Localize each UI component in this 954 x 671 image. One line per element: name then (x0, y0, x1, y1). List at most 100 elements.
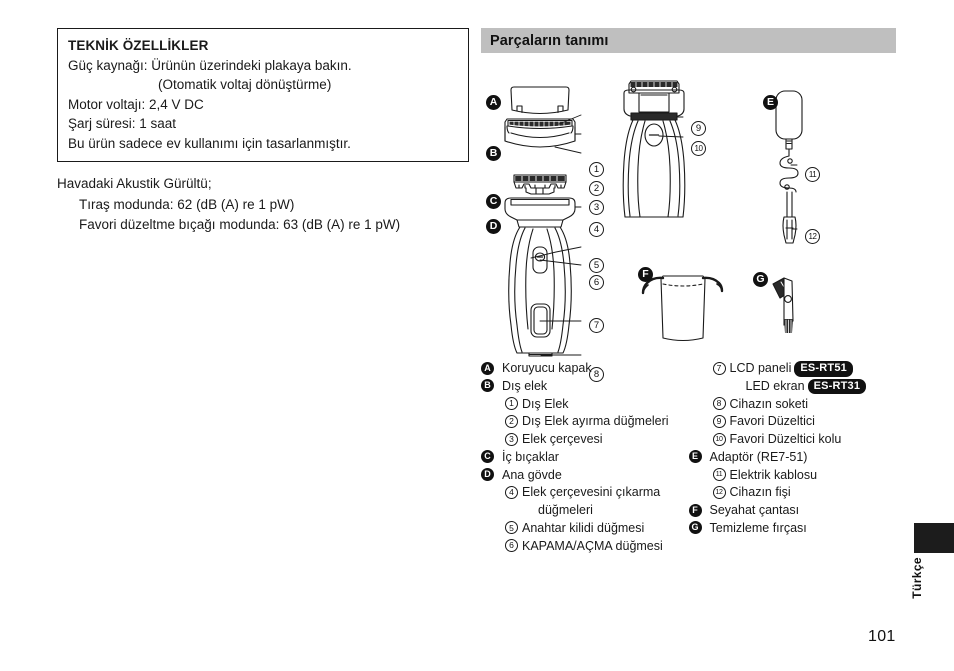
legend-label-text: düğmeleri (538, 503, 593, 517)
legend-label-text: Temizleme fırçası (709, 520, 807, 535)
diagram-callout-4: 4 (589, 222, 604, 237)
acoustic-noise-block: Havadaki Akustik Gürültü; Tıraş modunda:… (57, 174, 469, 235)
legend-label-text: Favori Düzeltici (729, 414, 815, 429)
legend-label: Elek çerçevesini çıkarma (522, 484, 689, 502)
legend-label: Cihazın fişi (730, 484, 897, 502)
legend-number-marker-11: 11 (712, 468, 726, 481)
diagram-letter-c: C (486, 194, 501, 209)
legend-marker: 6 (481, 538, 522, 552)
legend-marker: 2 (481, 413, 522, 428)
legend-row: 12 Cihazın fişi (689, 484, 897, 502)
legend-number-marker-10: 10 (712, 432, 726, 446)
legend-label: Koruyucu kapak (502, 360, 689, 378)
legend-marker (689, 378, 746, 380)
legend-letter-marker-c: C (481, 450, 494, 464)
legend-number-marker-3: 3 (505, 432, 518, 446)
legend-label-text: Elek çerçevesini çıkarma (522, 485, 661, 500)
legend-label-text: LED ekran (745, 378, 805, 393)
legend-number-marker-2: 2 (505, 414, 518, 428)
legend-label: KAPAMA/AÇMA düğmesi (522, 538, 689, 556)
legend-label-text: İç bıçaklar (502, 449, 559, 464)
legend-label-text: Elektrik kablosu (729, 467, 818, 482)
diagram-callout-11: 11 (805, 167, 820, 182)
legend-marker (481, 502, 538, 504)
legend-label: İç bıçaklar (502, 449, 689, 467)
legend-marker: 7 (689, 360, 730, 375)
model-badge: ES-RT31 (807, 378, 867, 395)
legend-letter-marker-b: B (481, 379, 494, 393)
diagram-letter-e: E (763, 95, 778, 110)
diagram-callout-3: 3 (589, 200, 604, 215)
acoustic-noise-line: Favori düzeltme bıçağı modunda: 63 (dB (… (79, 216, 401, 232)
parts-diagram-svg (504, 80, 803, 357)
legend-marker: A (481, 360, 502, 375)
page-title: Parçaların tanımı (490, 32, 609, 49)
legend-label-text: Elek çerçevesi (522, 432, 603, 446)
legend-row: düğmeleri (481, 502, 689, 520)
acoustic-noise-line-list: Tıraş modunda: 62 (dB (A) re 1 pW) Favori… (57, 195, 469, 236)
diagram-callout-7: 7 (589, 318, 604, 333)
spec-line: (Otomatik voltaj dönüştürme) (158, 77, 332, 93)
diagram-letter-b: B (486, 146, 501, 161)
legend-marker: 1 (481, 396, 522, 410)
inner-blades-illustration (513, 174, 567, 195)
callout-leader-lines-left (530, 114, 582, 356)
legend-number-marker-5: 5 (505, 521, 518, 535)
legend-label: Favori Düzeltici kolu (730, 431, 897, 449)
legend-number-marker-6: 6 (505, 539, 518, 552)
acoustic-noise-line: Tıraş modunda: 62 (dB (A) re 1 pW) (79, 196, 295, 212)
legend-number-marker-1: 1 (505, 397, 518, 410)
page-number: 101 (868, 628, 896, 645)
legend-marker: 4 (481, 484, 522, 499)
diagram-callout-9: 9 (691, 121, 706, 136)
diagram-callout-1: 1 (589, 162, 604, 177)
spec-line: Şarj süresi: 1 saat (68, 116, 177, 132)
legend-label: Adaptör (RE7-51) (710, 449, 897, 467)
legend-number-marker-12: 12 (712, 485, 726, 499)
legend-letter-marker-d: D (481, 468, 494, 481)
legend-label: Ana gövde (502, 467, 689, 485)
legend-marker: 11 (689, 467, 730, 481)
protective-cap-illustration (510, 86, 570, 115)
diagram-letter-f: F (638, 267, 653, 282)
legend-marker: D (481, 467, 502, 481)
legend-marker: G (688, 520, 710, 535)
spec-line-list: Güç kaynağı: Ürünün üzerindeki plakaya b… (68, 56, 458, 154)
legend-label-text: Favori Düzeltici kolu (729, 432, 842, 446)
legend-label: Favori Düzeltici (730, 413, 897, 431)
diagram-callout-5: 5 (589, 258, 604, 273)
diagram-callout-12: 12 (805, 229, 820, 244)
legend-label-text: Dış Elek ayırma düğmeleri (522, 414, 669, 429)
spec-line: Motor voltajı: 2,4 V DC (68, 96, 204, 112)
spec-line: Güç kaynağı: Ürünün üzerindeki plakaya b… (68, 57, 352, 73)
legend-marker: 3 (481, 431, 522, 446)
legend-label-text: KAPAMA/AÇMA düğmesi (522, 538, 663, 553)
legend-row: 6 KAPAMA/AÇMA düğmesi (481, 538, 689, 556)
legend-label: Dış Elek ayırma düğmeleri (522, 413, 689, 431)
legend-label-text: Adaptör (RE7-51) (709, 449, 808, 464)
legend-marker: E (688, 449, 710, 464)
legend-label: Elektrik kablosu (730, 467, 897, 485)
legend-marker: 12 (689, 484, 730, 499)
left-column: TEKNİK ÖZELLİKLER Güç kaynağı: Ürünün üz… (57, 28, 469, 235)
legend-marker: F (688, 502, 710, 517)
diagram-callout-8: 8 (589, 367, 604, 382)
legend-label-text: Anahtar kilidi düğmesi (522, 520, 645, 535)
legend-label: düğmeleri (538, 502, 689, 520)
spec-line: Bu ürün sadece ev kullanımı için tasarla… (68, 135, 351, 151)
cleaning-brush-illustration (772, 277, 794, 334)
